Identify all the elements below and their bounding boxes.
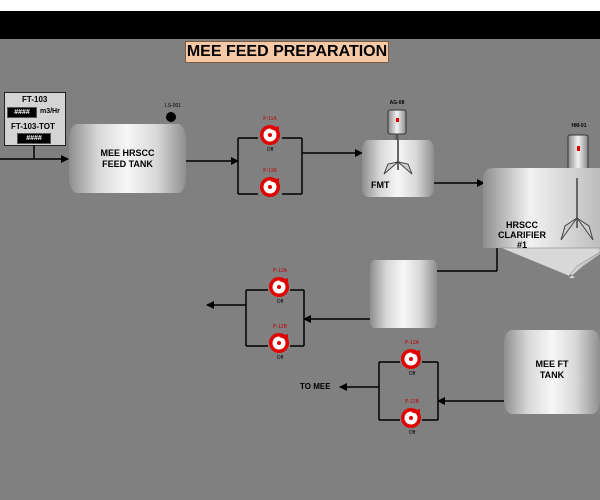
pump-p12a-mid-tag: P-12A xyxy=(273,268,287,274)
pump-p12a-mid-icon[interactable] xyxy=(268,276,290,298)
feed-tank-label-2: FEED TANK xyxy=(102,159,153,169)
ft-tank-label-1: MEE FT xyxy=(535,359,569,369)
fmt-label: FMT xyxy=(371,180,390,190)
level-switch-tag: LS-001 xyxy=(164,103,182,109)
pump-p12a-bottom-tag: P-12A xyxy=(405,340,419,346)
ft-total-value: #### xyxy=(17,133,51,144)
hm-mixer-tag: HM-01 xyxy=(571,123,587,129)
sludge-tank[interactable] xyxy=(370,260,437,328)
pump-p12b-mid-status: Off xyxy=(276,355,284,361)
ft-rate-unit: m3/Hr xyxy=(40,108,60,115)
hrscc-clarifier[interactable] xyxy=(483,168,600,280)
mee-hrscc-feed-tank[interactable]: MEE HRSCC FEED TANK xyxy=(69,124,186,193)
clarifier-label-1: HRSCC xyxy=(505,220,538,230)
pump-p12b-mid-icon[interactable] xyxy=(268,332,290,354)
pump-p11a-tag: P-11A xyxy=(263,116,277,122)
fmt-impeller-icon xyxy=(383,140,413,175)
ft-total-tag: FT-103-TOT xyxy=(11,122,55,131)
mee-ft-tank[interactable]: MEE FT TANK xyxy=(504,330,600,414)
feed-tank-label-1: MEE HRSCC xyxy=(100,148,155,158)
clarifier-label-2: CLARIFIER #1 xyxy=(498,230,546,250)
pump-p12a-mid-status: Off xyxy=(276,299,284,305)
ft-rate-value: #### xyxy=(7,107,37,118)
level-switch-indicator[interactable] xyxy=(166,112,176,122)
ft-rate-tag: FT-103 xyxy=(22,95,48,104)
pump-p11a-icon[interactable] xyxy=(259,124,281,146)
pump-p12b-bottom-status: Off xyxy=(408,430,416,436)
pump-p12a-bottom-icon[interactable] xyxy=(400,348,422,370)
pump-p11b-icon[interactable] xyxy=(259,176,281,198)
pump-p12b-mid-tag: P-12B xyxy=(273,324,287,330)
pump-p12a-bottom-status: Off xyxy=(408,371,416,377)
to-mee-label: TO MEE xyxy=(300,382,331,391)
flow-transmitter-panel[interactable]: FT-103 #### m3/Hr FT-103-TOT #### xyxy=(4,92,66,146)
agitator-tag: AG-08 xyxy=(389,100,405,106)
pump-p11a-status: Off xyxy=(266,147,274,153)
page-title: MEE FEED PREPARATION xyxy=(185,41,389,63)
pump-p12b-bottom-tag: P-12B xyxy=(405,399,419,405)
pump-p12b-bottom-icon[interactable] xyxy=(400,407,422,429)
top-strip xyxy=(0,0,600,11)
ft-tank-label-2: TANK xyxy=(539,370,565,380)
header-bar xyxy=(0,11,600,39)
agitator-motor-icon[interactable] xyxy=(386,108,408,142)
clarifier-label: HRSCC CLARIFIER #1 xyxy=(492,220,552,250)
pump-p11b-tag: P-11B xyxy=(263,168,277,174)
